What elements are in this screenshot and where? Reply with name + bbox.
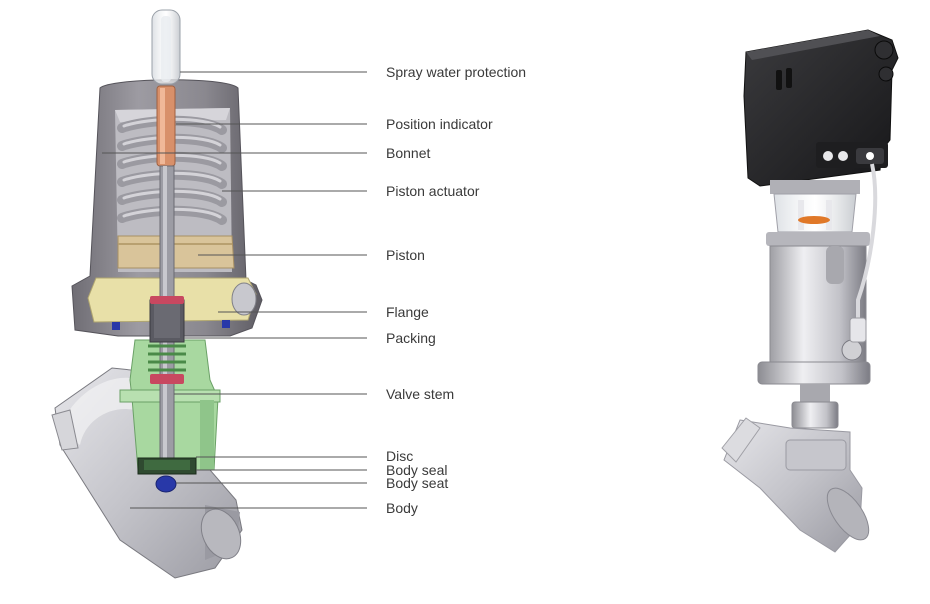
label-body: Body bbox=[386, 500, 418, 516]
label-flange: Flange bbox=[386, 304, 429, 320]
body-seat-part bbox=[155, 475, 177, 493]
label-bonnet: Bonnet bbox=[386, 145, 430, 161]
label-piston-actuator: Piston actuator bbox=[386, 183, 480, 199]
disc-part bbox=[137, 457, 197, 475]
label-body-seat: Body seat bbox=[386, 475, 448, 491]
label-body-seal: Body seal bbox=[386, 462, 447, 478]
label-spray-water-protection: Spray water protection bbox=[386, 64, 526, 80]
callouts: Spray water protection Position indicato… bbox=[102, 64, 526, 516]
label-packing: Packing bbox=[386, 330, 436, 346]
valve-stem-exterior bbox=[791, 384, 839, 429]
spray-cap bbox=[151, 9, 181, 85]
label-piston: Piston bbox=[386, 247, 425, 263]
actuator-cylinder bbox=[757, 163, 878, 385]
label-valve-stem: Valve stem bbox=[386, 386, 454, 402]
label-position-indicator: Position indicator bbox=[386, 116, 493, 132]
indicator-rod bbox=[156, 85, 176, 167]
label-disc: Disc bbox=[386, 448, 413, 464]
cutaway-valve bbox=[51, 9, 263, 579]
assembled-valve bbox=[721, 29, 899, 553]
packing-part bbox=[148, 296, 186, 384]
valve-body-exterior bbox=[721, 417, 870, 553]
piston-part bbox=[117, 235, 235, 269]
indicator-window bbox=[770, 180, 860, 233]
control-head bbox=[743, 29, 899, 187]
